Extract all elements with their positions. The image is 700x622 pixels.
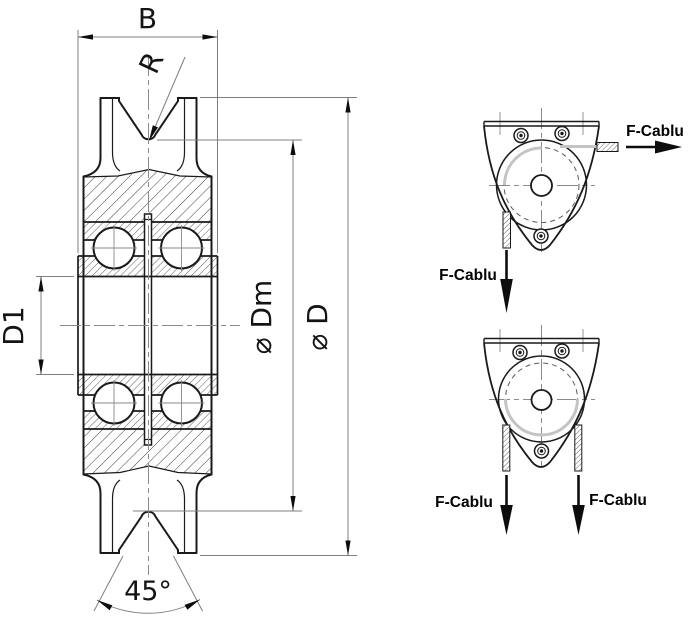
axle-hole — [530, 389, 553, 411]
flange-detail-lines — [111, 98, 186, 553]
bearing-balls — [91, 225, 205, 426]
pulley-cross-section-view — [60, 55, 240, 575]
mounting-bolt — [554, 343, 570, 359]
hub-hatch-bottom — [83, 429, 212, 474]
dimension-R: R — [132, 47, 186, 141]
sheave-outline — [497, 355, 586, 443]
rim-bottom-outline — [82, 473, 213, 554]
force-arrow-right: F-Cablu — [626, 123, 684, 154]
dim-label-D: ⌀ D — [301, 303, 334, 350]
cable-wrap — [504, 398, 579, 437]
axle-hole — [530, 174, 553, 197]
load-case-view-bottom: F-Cablu F-Cablu — [435, 325, 647, 535]
hub-hatch-top — [83, 169, 212, 222]
dimension-D: ⌀ D — [200, 97, 357, 556]
cable-segment — [502, 424, 511, 472]
force-arrow-down: F-Cablu — [439, 250, 513, 313]
rim-top-outline — [82, 97, 213, 178]
dim-label-R: R — [132, 47, 170, 79]
pulley-bracket — [483, 108, 619, 252]
cable-segment — [596, 142, 619, 152]
force-label: F-Cablu — [435, 494, 493, 511]
mounting-bolt — [533, 228, 549, 244]
force-label: F-Cablu — [589, 492, 647, 509]
mounting-bolt — [533, 443, 550, 459]
load-case-view-top: F-Cablu F-Cablu — [439, 108, 684, 313]
dim-label-angle: 45° — [124, 576, 172, 607]
force-label: F-Cablu — [439, 267, 497, 284]
dimension-B: B — [77, 2, 218, 253]
dimension-groove-angle: 45° — [93, 555, 203, 614]
pulley-bracket — [483, 325, 600, 472]
cable-segment — [502, 211, 511, 249]
axis-centerlines — [60, 55, 240, 575]
dim-label-Dm: ⌀ Dm — [245, 280, 278, 355]
force-arrow-down-right: F-Cablu — [572, 475, 647, 535]
force-arrow-down-left: F-Cablu — [435, 475, 513, 535]
mounting-bolt — [554, 125, 570, 142]
dim-label-B: B — [138, 2, 157, 35]
cable-segment — [574, 424, 583, 472]
dimension-Dm: ⌀ Dm — [133, 139, 302, 512]
force-label: F-Cablu — [626, 123, 684, 140]
mounting-bolt — [512, 344, 528, 361]
cable-wrap — [503, 145, 597, 186]
mounting-bolt — [513, 127, 529, 144]
dimension-D1: D1 — [0, 276, 74, 375]
dim-label-D1: D1 — [0, 306, 30, 345]
